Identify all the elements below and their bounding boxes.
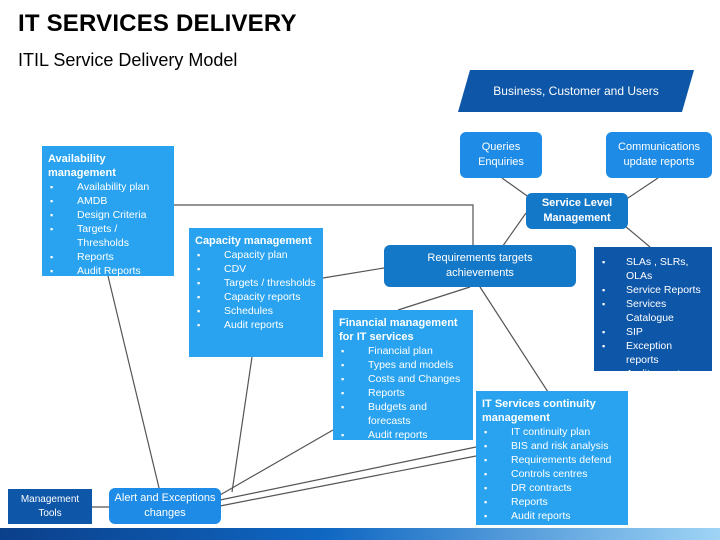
list-item: Audit Reports — [48, 264, 168, 278]
requirements-box: Requirements targets achievements — [384, 245, 576, 287]
list-item: Controls centres — [482, 467, 622, 481]
list-item: Reports — [482, 495, 622, 509]
list-item: Capacity reports — [195, 290, 317, 304]
capacity-management-panel: Capacity management Capacity plan CDV Ta… — [189, 228, 323, 357]
list-item: BIS and risk analysis — [482, 439, 622, 453]
list-item: Capacity plan — [195, 248, 317, 262]
list-item: Audit reports — [482, 509, 622, 523]
connector-capacity-requirements — [322, 267, 385, 279]
communications-box: Communications update reports — [606, 132, 712, 178]
page-subtitle: ITIL Service Delivery Model — [18, 50, 238, 70]
connector-comms-slm — [624, 177, 659, 201]
list-item: Costs and Changes — [339, 372, 467, 386]
list-item: Exception reports — [600, 339, 706, 367]
connector-queries-slm — [501, 177, 531, 199]
continuity-heading: IT Services continuity management — [482, 398, 596, 424]
sla-list: SLAs , SLRs, OLAs Service Reports Servic… — [600, 255, 706, 381]
list-item: Types and models — [339, 358, 467, 372]
management-tools-label: Management Tools — [20, 493, 80, 519]
connector-financial-requirements — [397, 286, 471, 311]
availability-list: Availability plan AMDB Design Criteria T… — [48, 180, 168, 278]
list-item: Design Criteria — [48, 208, 168, 222]
banner-shape — [458, 70, 694, 112]
list-item: Audit reports — [600, 367, 706, 381]
list-item: Service Reports — [600, 283, 706, 297]
list-item: CDV — [195, 262, 317, 276]
communications-label: Communications update reports — [618, 141, 700, 168]
footer-bar — [0, 528, 720, 540]
connector-capacity-alert — [231, 356, 253, 493]
queries-label: Queries Enquiries — [478, 141, 524, 168]
list-item: IT continuity plan — [482, 425, 622, 439]
connector-slm-sla — [624, 225, 651, 248]
list-item: Requirements defend — [482, 453, 622, 467]
availability-heading: Availability management — [48, 153, 116, 179]
list-item: Audit reports — [339, 428, 467, 442]
banner-label: Business, Customer and Users — [493, 84, 659, 98]
list-item: Schedules — [195, 304, 317, 318]
management-tools-box: Management Tools — [8, 489, 92, 524]
connector-availability-alert — [107, 275, 161, 493]
sla-panel: SLAs , SLRs, OLAs Service Reports Servic… — [594, 247, 712, 381]
it-services-continuity-panel: IT Services continuity management IT con… — [476, 391, 628, 525]
list-item: Targets / thresholds — [195, 276, 317, 290]
slm-label: Service Level Management — [541, 197, 613, 224]
connector-availability-slm — [174, 204, 474, 245]
connector-continuity-alert-1 — [219, 446, 477, 501]
list-item: Reports — [48, 250, 168, 264]
continuity-list: IT continuity plan BIS and risk analysis… — [482, 425, 622, 523]
availability-management-panel: Availability management Availability pla… — [42, 146, 174, 278]
list-item: Financial plan — [339, 344, 467, 358]
connector-continuity-alert-2 — [219, 455, 477, 507]
financial-heading: Financial management for IT services — [339, 317, 458, 343]
list-item: Services Catalogue — [600, 297, 706, 325]
list-item: Audit reports — [195, 318, 317, 332]
financial-management-panel: Financial management for IT services Fin… — [333, 310, 473, 442]
connector-financial-alert — [219, 429, 334, 496]
list-item: Availability plan — [48, 180, 168, 194]
list-item: Reports — [339, 386, 467, 400]
requirements-label: Requirements targets achievements — [427, 252, 533, 279]
capacity-heading: Capacity management — [195, 235, 312, 247]
list-item: SLAs , SLRs, OLAs — [600, 255, 706, 283]
queries-box: Queries Enquiries — [460, 132, 542, 178]
list-item: AMDB — [48, 194, 168, 208]
service-level-management-box: Service Level Management — [526, 193, 628, 229]
page-title: IT SERVICES DELIVERY — [18, 10, 297, 37]
list-item: DR contracts — [482, 481, 622, 495]
connector-requirements-continuity — [479, 286, 549, 393]
alert-exceptions-box: Alert and Exceptions changes — [109, 488, 221, 524]
list-item: SIP — [600, 325, 706, 339]
alert-label: Alert and Exceptions changes — [114, 492, 216, 519]
list-item: Budgets and forecasts — [339, 400, 467, 428]
capacity-list: Capacity plan CDV Targets / thresholds C… — [195, 248, 317, 332]
list-item: Targets / Thresholds — [48, 222, 168, 250]
financial-list: Financial plan Types and models Costs an… — [339, 344, 467, 442]
connector-slm-requirements — [499, 212, 527, 251]
